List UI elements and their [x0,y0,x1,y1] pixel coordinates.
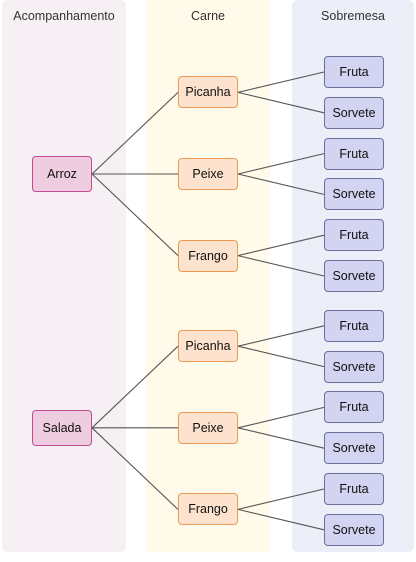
side-node-salada[interactable]: Salada [32,409,92,446]
dessert-node-fruta[interactable]: Fruta [324,391,384,424]
edge-meat-to-dessert [237,91,325,114]
meat-node-peixe[interactable]: Peixe [178,411,238,444]
side-node-arroz[interactable]: Arroz [32,156,92,192]
dessert-node-fruta[interactable]: Fruta [324,473,384,505]
edge-side-to-meat [91,92,179,175]
meat-node-picanha[interactable]: Picanha [178,76,238,109]
dessert-node-sorvete[interactable]: Sorvete [324,432,384,465]
column-title-acompanhamento: Acompanhamento [13,9,115,23]
dessert-node-sorvete[interactable]: Sorvete [324,350,384,383]
column-title-carne: Carne [190,9,226,23]
edge-side-to-meat [91,173,179,256]
dessert-node-sorvete[interactable]: Sorvete [324,96,384,129]
edge-meat-to-dessert [237,71,325,93]
dessert-node-sorvete[interactable]: Sorvete [324,260,384,292]
edge-meat-to-dessert [237,173,325,195]
edge-meat-to-dessert [237,488,325,510]
column-acompanhamento [2,0,126,552]
meat-node-peixe[interactable]: Peixe [178,158,238,190]
edge-meat-to-dessert [237,234,325,257]
dessert-node-fruta[interactable]: Fruta [324,56,384,88]
column-title-sobremesa: Sobremesa [321,9,385,23]
edge-meat-to-dessert [237,325,325,347]
edge-meat-to-dessert [237,427,325,449]
edge-side-to-meat [91,427,179,510]
edge-meat-to-dessert [237,406,325,429]
dessert-node-fruta[interactable]: Fruta [324,137,384,170]
meat-node-frango[interactable]: Frango [178,239,238,272]
edge-meat-to-dessert [237,255,325,277]
meat-node-frango[interactable]: Frango [178,493,238,526]
meat-node-picanha[interactable]: Picanha [178,330,238,363]
dessert-node-sorvete[interactable]: Sorvete [324,513,384,546]
dessert-node-fruta[interactable]: Fruta [324,219,384,252]
edge-meat-to-dessert [237,153,325,175]
edge-meat-to-dessert [237,345,325,368]
dessert-node-sorvete[interactable]: Sorvete [324,178,384,211]
edge-meat-to-dessert [237,508,325,531]
dessert-node-fruta[interactable]: Fruta [324,309,384,342]
edge-side-to-meat [91,345,179,429]
